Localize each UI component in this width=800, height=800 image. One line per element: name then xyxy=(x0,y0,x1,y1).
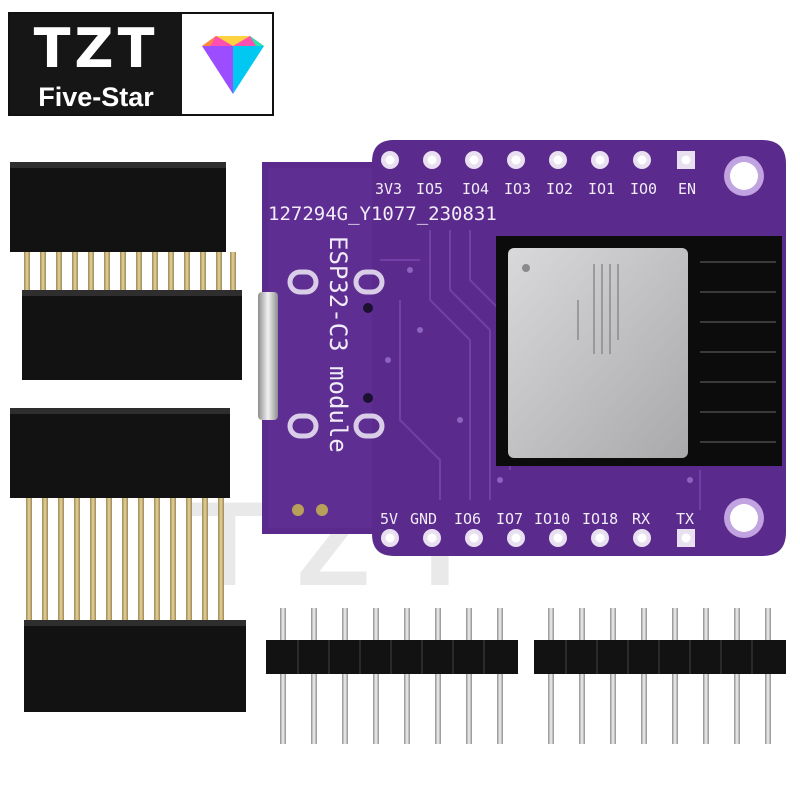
logo-subtitle: Five-Star xyxy=(38,82,154,112)
bottom-pin-label: IO10 xyxy=(534,510,570,528)
female-header-top xyxy=(10,162,242,380)
rf-shield xyxy=(508,248,688,458)
logo-title: TZT xyxy=(33,17,159,80)
top-pin-label: IO0 xyxy=(630,180,657,198)
module-label: ESP32-C3 module xyxy=(324,236,352,453)
batch-code: 127294G_Y1077_230831 xyxy=(268,203,497,225)
logo-dark-panel: TZT Five-Star xyxy=(10,14,182,114)
top-pin-label: IO2 xyxy=(546,180,573,198)
brand-logo: TZT Five-Star xyxy=(8,12,274,116)
pcb-board xyxy=(258,140,786,556)
bottom-pin-label: IO18 xyxy=(582,510,618,528)
diamond-icon xyxy=(202,36,264,94)
bottom-pin-label: RX xyxy=(632,510,650,528)
bottom-pin-labels: 5V GND IO6 IO7 IO10 IO18 RX TX xyxy=(380,510,694,528)
top-pin-label: IO1 xyxy=(588,180,615,198)
top-pin-label: EN xyxy=(678,180,696,198)
top-pin-labels: 3V3 IO5 IO4 IO3 IO2 IO1 IO0 EN xyxy=(375,180,696,198)
top-pin-label: 3V3 xyxy=(375,180,402,198)
top-pin-pads xyxy=(381,151,695,169)
bottom-pin-label: TX xyxy=(676,510,694,528)
male-header-left xyxy=(266,608,518,744)
female-header-bottom xyxy=(10,408,246,712)
usb-c-connector xyxy=(258,292,278,420)
top-pin-label: IO4 xyxy=(462,180,489,198)
male-header-right xyxy=(534,608,786,744)
top-pin-label: IO5 xyxy=(416,180,443,198)
bottom-pin-label: IO7 xyxy=(496,510,523,528)
bottom-pin-pads xyxy=(381,529,695,547)
bottom-pin-label: GND xyxy=(410,510,437,528)
bottom-pin-label: 5V xyxy=(380,510,398,528)
bottom-pin-label: IO6 xyxy=(454,510,481,528)
top-pin-label: IO3 xyxy=(504,180,531,198)
